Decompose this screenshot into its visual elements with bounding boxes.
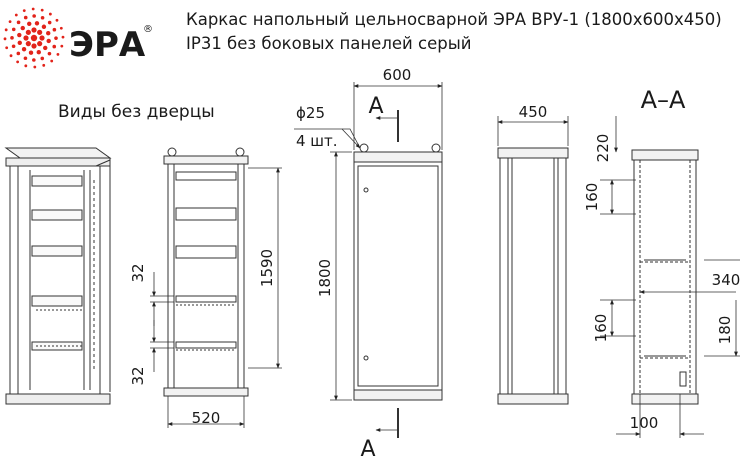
logo-dot <box>39 35 45 41</box>
section-mark-bottom: A <box>360 437 375 462</box>
logo-dot <box>40 15 45 20</box>
logo-dot <box>16 51 21 56</box>
era-brand-name: ЭРА <box>69 25 146 65</box>
logo-dot <box>22 9 26 13</box>
section-mark-top: A <box>368 94 383 119</box>
logo-dot <box>3 37 7 41</box>
dim-1800: 1800 <box>316 259 334 297</box>
logo-dot <box>14 13 18 17</box>
logo-dot <box>23 35 29 41</box>
logo-dot <box>47 20 52 25</box>
logo-dot <box>5 46 9 50</box>
cabinet-front-view-no-door <box>163 147 249 397</box>
logo-dot <box>36 50 41 55</box>
logo-dot <box>56 52 60 56</box>
product-title-line1: Каркас напольный цельносварной ЭРА ВРУ-1… <box>186 10 722 29</box>
logo-dot <box>27 21 32 26</box>
logo-dot <box>48 12 52 16</box>
dim-160-top: 160 <box>583 183 601 212</box>
logo-dot <box>23 15 28 20</box>
dimension-lines-front-view <box>150 167 282 428</box>
dim-100: 100 <box>630 414 659 432</box>
logo-dot <box>31 27 37 33</box>
cabinet-perspective-view <box>4 147 112 405</box>
views-caption: Виды без дверцы <box>58 102 215 122</box>
logo-dot <box>59 26 63 30</box>
logo-dot <box>60 44 64 48</box>
logo-dot <box>42 63 46 67</box>
dim-32-top: 32 <box>129 263 147 282</box>
logo-dot <box>34 21 40 26</box>
era-logo-mark <box>3 7 65 69</box>
logo-center-dot <box>30 34 38 42</box>
dim-340: 340 <box>712 271 741 289</box>
cabinet-front-view-door <box>353 143 443 401</box>
logo-dot <box>40 8 44 12</box>
era-logo: ЭРА ® <box>3 7 153 69</box>
dim-220: 220 <box>594 134 612 163</box>
logo-dot <box>20 25 25 31</box>
logo-dot <box>52 27 57 32</box>
logo-dot <box>16 60 20 64</box>
logo-dot <box>46 31 51 36</box>
logo-dot <box>55 18 59 22</box>
logo-dot <box>17 40 22 45</box>
dim-32-bottom: 32 <box>129 366 147 385</box>
logo-dot <box>32 58 36 62</box>
logo-dot <box>43 45 48 51</box>
logo-dot <box>11 27 16 32</box>
dimension-lines-section-view <box>600 116 740 438</box>
logo-dot <box>17 32 22 38</box>
cabinet-side-view <box>497 147 569 405</box>
logo-dot <box>11 44 16 49</box>
dim-180: 180 <box>716 316 734 345</box>
logo-dot <box>24 64 28 68</box>
product-title: Каркас напольный цельносварной ЭРА ВРУ-1… <box>186 8 746 56</box>
logo-dot <box>25 41 31 47</box>
logo-dot <box>4 28 8 32</box>
logo-dot <box>23 56 28 61</box>
section-title-a-a: A–A <box>641 86 686 114</box>
logo-dot <box>54 36 58 40</box>
logo-dot <box>16 20 21 25</box>
dimension-lines-side-view <box>497 116 569 146</box>
era-registered-mark: ® <box>143 24 153 35</box>
dim-450: 450 <box>519 103 548 121</box>
logo-dot <box>31 7 35 11</box>
hole-diameter-label: ϕ25 <box>296 104 325 122</box>
logo-dot <box>37 29 43 35</box>
logo-dot <box>61 35 65 39</box>
logo-dot <box>33 65 37 69</box>
hole-count-label: 4 шт. <box>296 132 338 150</box>
section-view-a-a <box>631 149 699 405</box>
dim-1590: 1590 <box>258 249 276 287</box>
dim-160-bottom: 160 <box>592 314 610 343</box>
dimension-lines-door-view <box>294 82 443 438</box>
logo-dot <box>40 56 45 61</box>
logo-dot <box>31 43 37 49</box>
logo-dot <box>41 24 47 29</box>
logo-dot <box>28 50 34 55</box>
logo-dot <box>10 36 14 40</box>
logo-dot <box>8 20 12 24</box>
dim-600: 600 <box>383 66 412 84</box>
logo-dot <box>37 41 43 47</box>
logo-dot <box>21 47 27 52</box>
product-title-line2: IP31 без боковых панелей серый <box>186 34 472 53</box>
logo-dot <box>52 44 57 49</box>
logo-dot <box>50 59 54 63</box>
dim-520: 520 <box>192 409 221 427</box>
logo-dot <box>25 29 31 35</box>
logo-dot <box>46 38 51 44</box>
logo-dot <box>9 54 13 58</box>
logo-dot <box>32 14 36 18</box>
logo-dot <box>47 51 52 56</box>
